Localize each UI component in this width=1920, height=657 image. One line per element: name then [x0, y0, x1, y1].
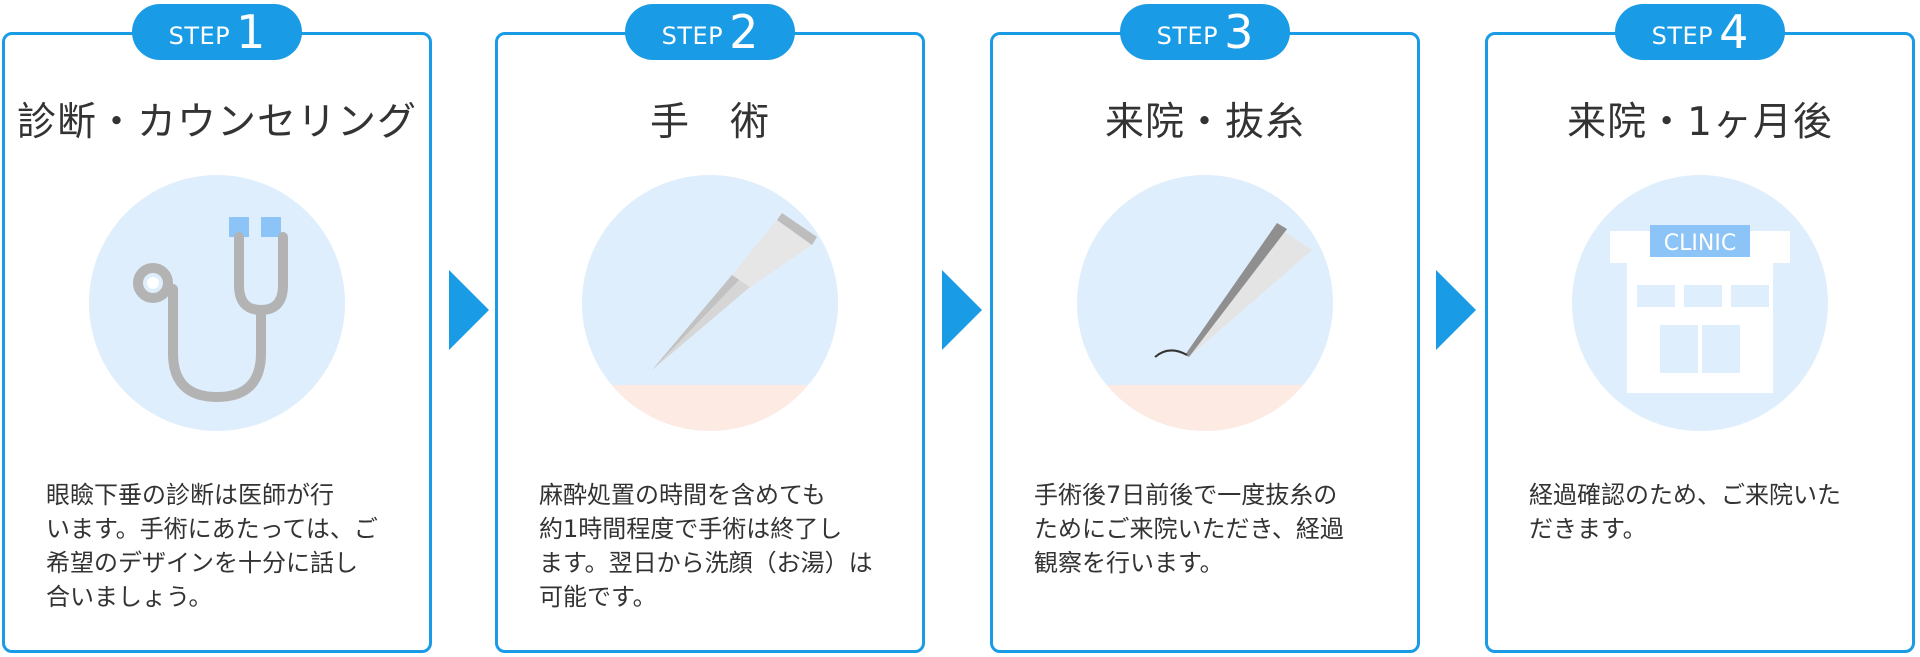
step-badge-number: 4 [1719, 5, 1749, 59]
step-badge-1: STEP 1 [132, 4, 302, 60]
step-badge-2: STEP 2 [625, 4, 795, 60]
scalpel-icon [582, 175, 838, 431]
step-title: 来院・抜糸 [1104, 100, 1305, 145]
step-badge-label: STEP [1651, 22, 1714, 50]
step-title: 手 術 [649, 100, 770, 145]
step-title: 診断・カウンセリング [16, 100, 417, 145]
stethoscope-icon [89, 175, 345, 431]
next-step-arrow-icon [1436, 270, 1476, 350]
step-badge-number: 2 [729, 5, 759, 59]
step-description: 手術後7日前後で一度抜糸の ためにご来院いただき、経過 観察を行います。 [1034, 481, 1344, 577]
step-badge-3: STEP 3 [1120, 4, 1290, 60]
step-card-3: STEP 3 来院・抜糸 手術後7日前後で一度抜糸の ためにご来院いただき、経過… [990, 4, 1420, 653]
clinic-building-icon: CLINIC [1572, 175, 1828, 431]
step-description: 経過確認のため、ご来院いた だきます。 [1529, 481, 1841, 543]
tweezers-icon [1077, 175, 1333, 431]
step-description: 眼瞼下垂の診断は医師が行 います。手術にあたっては、ご 希望のデザインを十分に話… [46, 481, 378, 611]
step-description: 麻酔処置の時間を含めても 約1時間程度で手術は終了し ます。翌日から洗顔（お湯）… [539, 481, 873, 611]
step-card-2: STEP 2 手 術 麻酔処置の時間を含めても 約1時間程度で手術は終了し ます… [495, 4, 925, 653]
next-step-arrow-icon [449, 270, 489, 350]
step-badge-4: STEP 4 [1615, 4, 1785, 60]
step-badge-number: 3 [1224, 5, 1254, 59]
step-title: 来院・1ヶ月後 [1567, 100, 1833, 145]
step-card-4: STEP 4 来院・1ヶ月後 CLINIC 経過確認のため、ご来院いた だきます… [1485, 4, 1915, 653]
step-badge-label: STEP [168, 22, 231, 50]
next-step-arrow-icon [942, 270, 982, 350]
step-card-1: STEP 1 診断・カウンセリング 眼瞼下垂の診断は医師が行 います。手術にあた… [2, 4, 432, 653]
clinic-sign: CLINIC [1664, 231, 1736, 256]
step-badge-label: STEP [661, 22, 724, 50]
step-badge-label: STEP [1156, 22, 1219, 50]
step-badge-number: 1 [236, 5, 266, 59]
